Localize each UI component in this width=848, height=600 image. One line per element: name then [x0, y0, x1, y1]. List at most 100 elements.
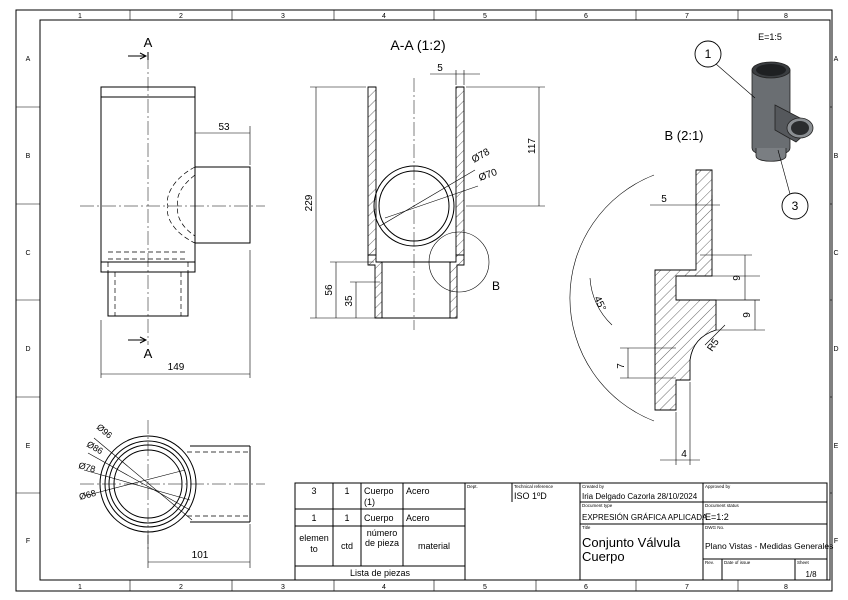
dim-detail-45: 45°	[591, 295, 607, 313]
row-label-left-d: D	[25, 346, 30, 353]
tb-tech-ref-label: Technical reference	[514, 484, 554, 489]
col-label-bottom-5: 5	[483, 584, 487, 591]
row-label-left-b: B	[26, 153, 31, 160]
dim-detail-4: 4	[681, 449, 687, 460]
tb-rev-label: Rev.	[705, 560, 714, 565]
col-label-bottom-3: 3	[281, 584, 285, 591]
tb-doc-status-label: Document status	[705, 503, 740, 508]
tb-created-by-label: Created by	[582, 484, 605, 489]
dim-section-229: 229	[304, 194, 315, 211]
parts-caption: Lista de piezas	[350, 568, 411, 578]
tb-title-line1: Conjunto Válvula	[582, 535, 681, 550]
tb-title-line2: Cuerpo	[582, 549, 625, 564]
row-label-left-e: E	[26, 443, 31, 450]
tb-title-label: Title	[582, 525, 591, 530]
tb-doc-status-value: E=1:2	[705, 512, 729, 522]
col-label-top-2: 2	[179, 13, 183, 20]
dim-top-diam68: Ø68	[78, 488, 97, 502]
front-view: A A 53 149	[80, 35, 265, 378]
section-marker-top: A	[144, 35, 153, 50]
parts-row-1-material: Acero	[406, 486, 430, 496]
title-block	[464, 482, 828, 581]
column-ticks	[16, 10, 832, 591]
dim-top-101: 101	[192, 550, 209, 561]
parts-row-2-material: Acero	[406, 513, 430, 523]
section-view: A-A (1:2) Ø78 Ø70 5 117 229 56 35	[304, 37, 545, 330]
parts-row-1-elem: 3	[311, 486, 316, 496]
parts-row-2-qty: 1	[344, 513, 349, 523]
col-label-top-4: 4	[382, 13, 386, 20]
detail-view-title: B (2:1)	[664, 128, 703, 143]
tb-dwg-no-label: DWG No.	[705, 525, 724, 530]
tb-tech-ref-value: ISO 1ºD	[514, 491, 547, 501]
col-label-bottom-4: 4	[382, 584, 386, 591]
col-label-bottom-8: 8	[784, 584, 788, 591]
section-view-title: A-A (1:2)	[390, 37, 445, 53]
row-label-right-d: D	[833, 346, 838, 353]
parts-header-name: número de pieza	[364, 528, 400, 548]
col-label-top-5: 5	[483, 13, 487, 20]
col-label-bottom-2: 2	[179, 584, 183, 591]
row-label-right-e: E	[834, 443, 839, 450]
dim-front-149: 149	[168, 362, 185, 373]
parts-header-material: material	[418, 541, 450, 551]
balloon-3: 3	[792, 199, 799, 213]
tb-date-label: Date of issue	[724, 560, 751, 565]
row-label-left-a: A	[26, 56, 31, 63]
dim-section-117: 117	[527, 138, 538, 154]
dim-detail-9b: 9	[742, 312, 753, 318]
dim-top-diam96: Ø96	[95, 422, 114, 441]
section-marker-bottom: A	[144, 346, 153, 361]
dim-top-diam86: Ø86	[85, 439, 105, 456]
parts-row-2-elem: 1	[311, 513, 316, 523]
col-label-bottom-6: 6	[584, 584, 588, 591]
top-view: Ø96 Ø86 Ø78 Ø68 101	[77, 420, 265, 568]
parts-header-elem: elemen to	[299, 533, 329, 554]
col-label-top-3: 3	[281, 13, 285, 20]
dim-top-diam78: Ø78	[77, 460, 96, 474]
dim-detail-9a: 9	[732, 275, 743, 281]
tb-sheet-value: 1/8	[805, 570, 817, 579]
col-label-top-6: 6	[584, 13, 588, 20]
tb-doc-type-value: EXPRESIÓN GRÁFICA APLICADA	[582, 513, 708, 522]
dim-section-diam70: Ø70	[477, 167, 499, 184]
dim-front-53: 53	[218, 122, 230, 133]
tb-approved-by-label: Approved by	[705, 484, 731, 489]
tb-dwg-no-value: Plano Vistas - Medidas Generales	[705, 541, 833, 551]
col-label-bottom-7: 7	[685, 584, 689, 591]
dim-detail-r5: R5	[705, 337, 722, 354]
row-label-right-f: F	[834, 538, 838, 545]
row-label-left-c: C	[25, 250, 30, 257]
iso-view: E=1:5 1 3	[694, 32, 814, 220]
row-label-right-b: B	[834, 153, 839, 160]
tb-created-by-value: Iria Delgado Cazorla 28/10/2024	[582, 492, 698, 501]
col-label-top-1: 1	[78, 13, 82, 20]
section-arrow-bottom	[128, 336, 148, 344]
parts-row-1-name: Cuerpo (1)	[364, 486, 394, 507]
section-arrow-top	[128, 52, 148, 60]
col-label-bottom-1: 1	[78, 584, 82, 591]
parts-row-1-qty: 1	[344, 486, 349, 496]
outer-frame	[15, 9, 833, 592]
tb-sheet-label: Sheet	[797, 560, 810, 565]
parts-row-2-name: Cuerpo	[364, 513, 394, 523]
dim-detail-7: 7	[616, 363, 627, 369]
detail-view: B (2:1) 9 9 5 45° R5 7 4	[569, 128, 765, 465]
detail-marker: B	[492, 279, 500, 293]
parts-header-qty: ctd	[341, 541, 353, 551]
balloon-1: 1	[705, 47, 712, 61]
col-label-top-8: 8	[784, 13, 788, 20]
dim-detail-5: 5	[661, 194, 667, 205]
iso-scale-label: E=1:5	[758, 32, 782, 42]
parts-list	[294, 482, 466, 581]
row-label-right-a: A	[834, 56, 839, 63]
tb-dept-label: Dept.	[467, 484, 478, 489]
dim-section-diam78: Ø78	[470, 146, 492, 165]
tb-doc-type-label: Document type	[582, 503, 613, 508]
dim-section-56: 56	[324, 284, 335, 296]
col-label-top-7: 7	[685, 13, 689, 20]
dim-section-35: 35	[344, 295, 355, 307]
row-label-left-f: F	[26, 538, 30, 545]
row-label-right-c: C	[833, 250, 838, 257]
